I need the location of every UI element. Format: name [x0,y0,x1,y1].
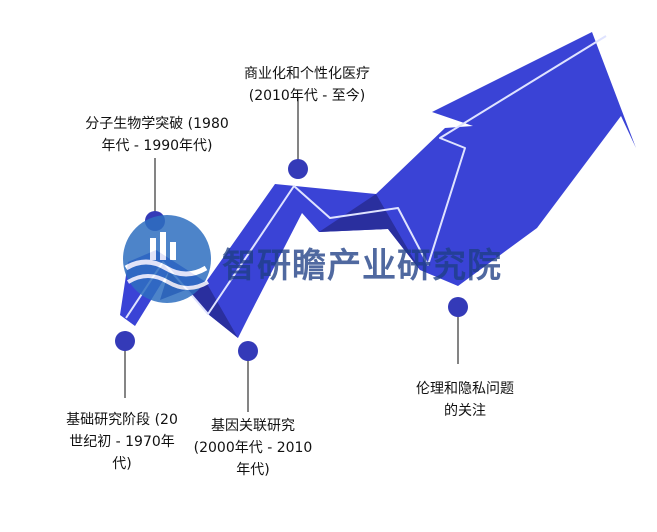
wave-building-logo-icon [123,215,211,303]
milestone-dot [288,159,308,179]
milestone-label-gene-association: 基因关联研究 (2000年代 - 2010 年代) [193,418,313,478]
milestone-label-commercialization: 商业化和个性化医疗 (2010年代 - 至今) [244,66,370,104]
watermark-text: 智研瞻产业研究院 [222,246,502,286]
milestone-label-molecular-biology: 分子生物学突破 (1980 年代 - 1990年代) [85,116,229,154]
growth-arrow [120,32,636,338]
milestone-dot [238,341,258,361]
milestone-label-ethics-privacy: 伦理和隐私问题 的关注 [416,381,514,419]
milestone-dot [115,331,135,351]
milestone-label-basic-research: 基础研究阶段 (20 世纪初 - 1970年 代) [66,412,178,472]
arrow-fold-shadow [302,194,420,270]
milestone-dot [448,297,468,317]
